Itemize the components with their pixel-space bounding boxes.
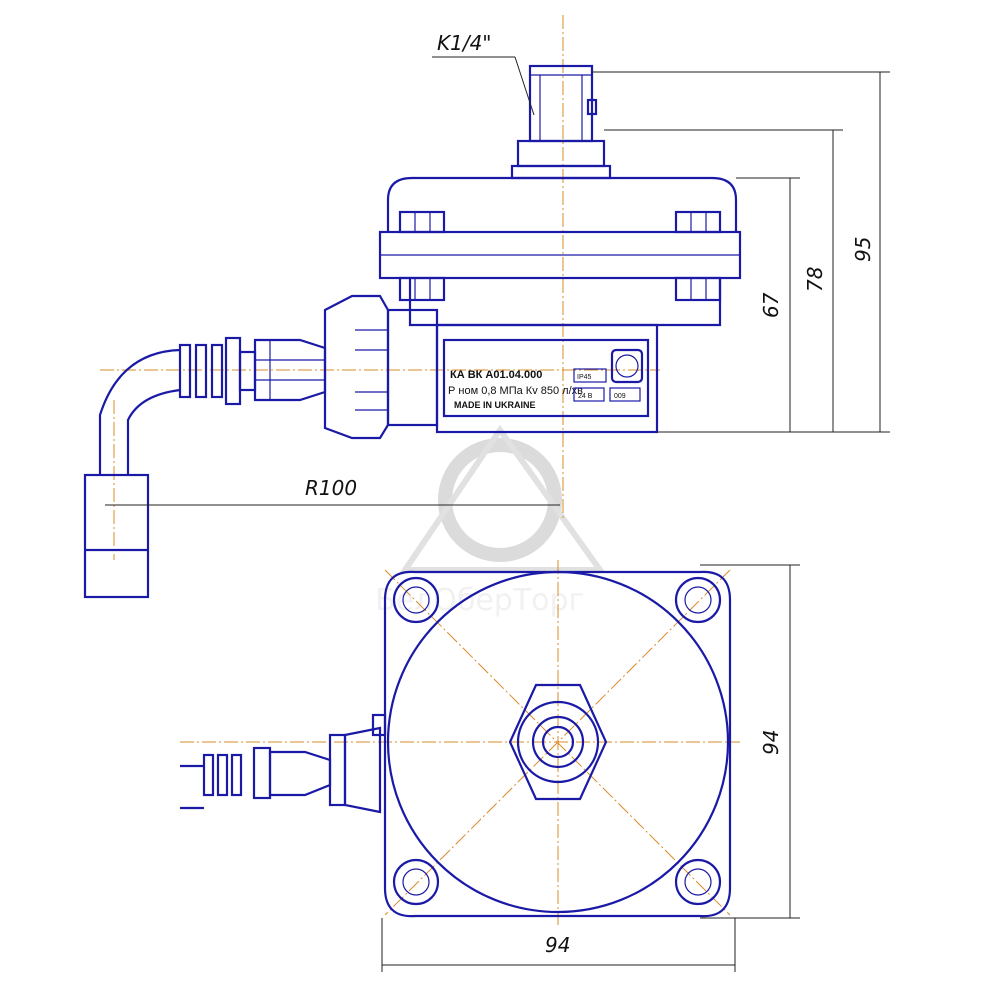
dim-bend-radius: R100 bbox=[305, 476, 357, 500]
voltage: 24 B bbox=[578, 393, 593, 400]
nameplate: КА ВК А01.04.000 Р ном 0,8 МПа Кv 850 л/… bbox=[448, 348, 644, 410]
thread-label: K1/4" bbox=[437, 31, 492, 55]
nameplate-spec: Р ном 0,8 МПа Кv 850 л/хв bbox=[448, 385, 583, 397]
nameplate-origin: MADE IN UKRAINE bbox=[454, 400, 536, 410]
watermark-text: БелОберТорг bbox=[375, 583, 584, 618]
dim-height-fitting: 78 bbox=[803, 267, 827, 292]
plan-view: 94 94 bbox=[180, 560, 800, 972]
dim-width: 94 bbox=[545, 933, 570, 957]
protection-rating: IP45 bbox=[577, 374, 592, 381]
side-view: КА ВК А01.04.000 Р ном 0,8 МПа Кv 850 л/… bbox=[83, 15, 890, 599]
bolts bbox=[392, 576, 722, 906]
dim-depth: 94 bbox=[759, 730, 783, 755]
nameplate-model: КА ВК А01.04.000 bbox=[450, 369, 542, 381]
manufacturer-logo-icon bbox=[610, 348, 644, 384]
dim-height-total: 95 bbox=[851, 237, 875, 262]
dim-height-body: 67 bbox=[759, 292, 783, 318]
code: 009 bbox=[614, 393, 626, 400]
